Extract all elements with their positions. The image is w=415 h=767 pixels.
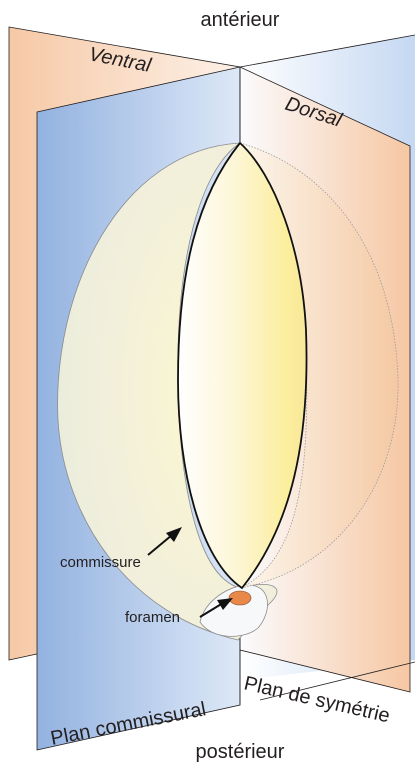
- commissure-label: commissure: [60, 554, 141, 571]
- commissure-arrow-line: [147, 534, 173, 556]
- commissure-arrow-head: [166, 527, 182, 542]
- foramen-label: foramen: [125, 609, 180, 626]
- commissure-outline: [177, 141, 308, 590]
- foramen-arrow-head: [217, 598, 233, 610]
- posterior-label: postérieur: [196, 741, 285, 763]
- anterior-label: antérieur: [201, 9, 280, 31]
- foramen-arrow-line: [199, 602, 224, 618]
- symmetry-plane-back-right-edge: [239, 34, 415, 68]
- foramen-opening: [228, 590, 252, 606]
- lower-back-edge: [259, 661, 415, 701]
